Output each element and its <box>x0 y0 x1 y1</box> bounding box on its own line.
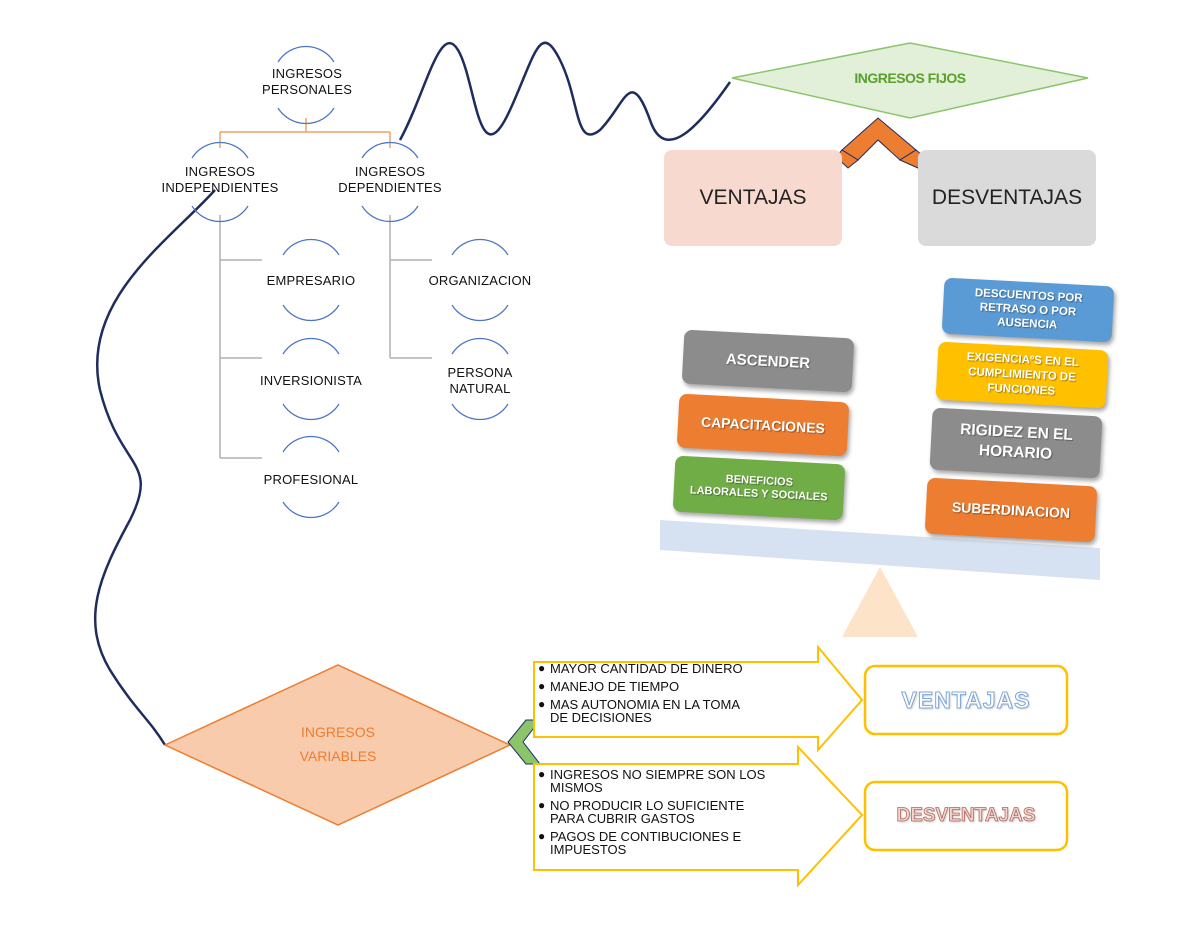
tree-branches <box>219 215 432 459</box>
var-ventajas-label: VENTAJAS <box>901 686 1031 713</box>
pill-ascender: ASCENDER <box>681 329 855 393</box>
list-item: ●INGRESOS NO SIEMPRE SON LOS MISMOS <box>538 767 766 795</box>
list-item: ●MAYOR CANTIDAD DE DINERO <box>538 661 743 676</box>
list-item: ●NO PRODUCIR LO SUFICIENTE PARA CUBRIR G… <box>538 798 745 826</box>
list-item: ●PAGOS DE CONTIBUCIONES E IMPUESTOS <box>538 829 742 857</box>
pill-suberdinacion: SUBERDINACION <box>924 477 1098 543</box>
pill-beneficios: BENEFICIOS LABORALES Y SOCIALES <box>672 455 846 521</box>
node-inversionista: INVERSIONISTA <box>259 373 363 388</box>
node-profesional: PROFESIONAL <box>263 472 359 487</box>
connector-curve <box>93 41 732 746</box>
variables-chevron-icon <box>507 719 542 765</box>
balance-fulcrum <box>842 567 918 637</box>
ventajas-arrow-outline <box>533 644 864 753</box>
pill-descuentos: DESCUENTOS POR RETRASO O POR AUSENCIA <box>941 277 1115 343</box>
node-ingresos-dependientes: INGRESOS DEPENDIENTES <box>338 164 442 195</box>
list-item: ●MANEJO DE TIEMPO <box>538 679 680 694</box>
var-ventajas-frame <box>863 664 1069 736</box>
fijos-chevron-icon <box>835 117 929 169</box>
node-persona-natural: PERSONA NATURAL <box>447 365 513 396</box>
var-desventajas-frame <box>863 780 1069 852</box>
node-ingresos-independientes: INGRESOS INDEPENDIENTES <box>161 164 279 195</box>
fijos-title: INGRESOS FIJOS <box>854 70 966 86</box>
node-ingresos-personales: INGRESOS PERSONALES <box>262 66 353 97</box>
pill-rigidez: RIGIDEZ EN EL HORARIO <box>929 407 1103 479</box>
fijos-ventajas-box: VENTAJAS <box>664 150 842 246</box>
node-organizacion: ORGANIZACION <box>428 273 532 288</box>
pill-exigencias: EXIGENCIAºS EN EL CUMPLIMIENTO DE FUNCIO… <box>935 341 1109 409</box>
var-ventajas-list: ●MAYOR CANTIDAD DE DINERO ●MANEJO DE TIE… <box>538 662 818 729</box>
balance-beam <box>660 520 1100 580</box>
node-empresario: EMPRESARIO <box>266 273 356 288</box>
pill-capacitaciones: CAPACITACIONES <box>676 393 850 457</box>
variables-title: INGRESOS VARIABLES <box>299 724 377 764</box>
fijos-desventajas-box: DESVENTAJAS <box>918 150 1096 246</box>
var-desventajas-label: DESVENTAJAS <box>896 805 1036 827</box>
fijos-diamond <box>731 42 1089 119</box>
list-item: ●MAS AUTONOMIA EN LA TOMA DE DECISIONES <box>538 697 740 725</box>
var-desventajas-list: ●INGRESOS NO SIEMPRE SON LOS MISMOS ●NO … <box>538 768 808 861</box>
tree-node-arcs <box>191 45 509 519</box>
desventajas-arrow-outline <box>533 744 864 888</box>
tree-connectors <box>219 118 391 148</box>
